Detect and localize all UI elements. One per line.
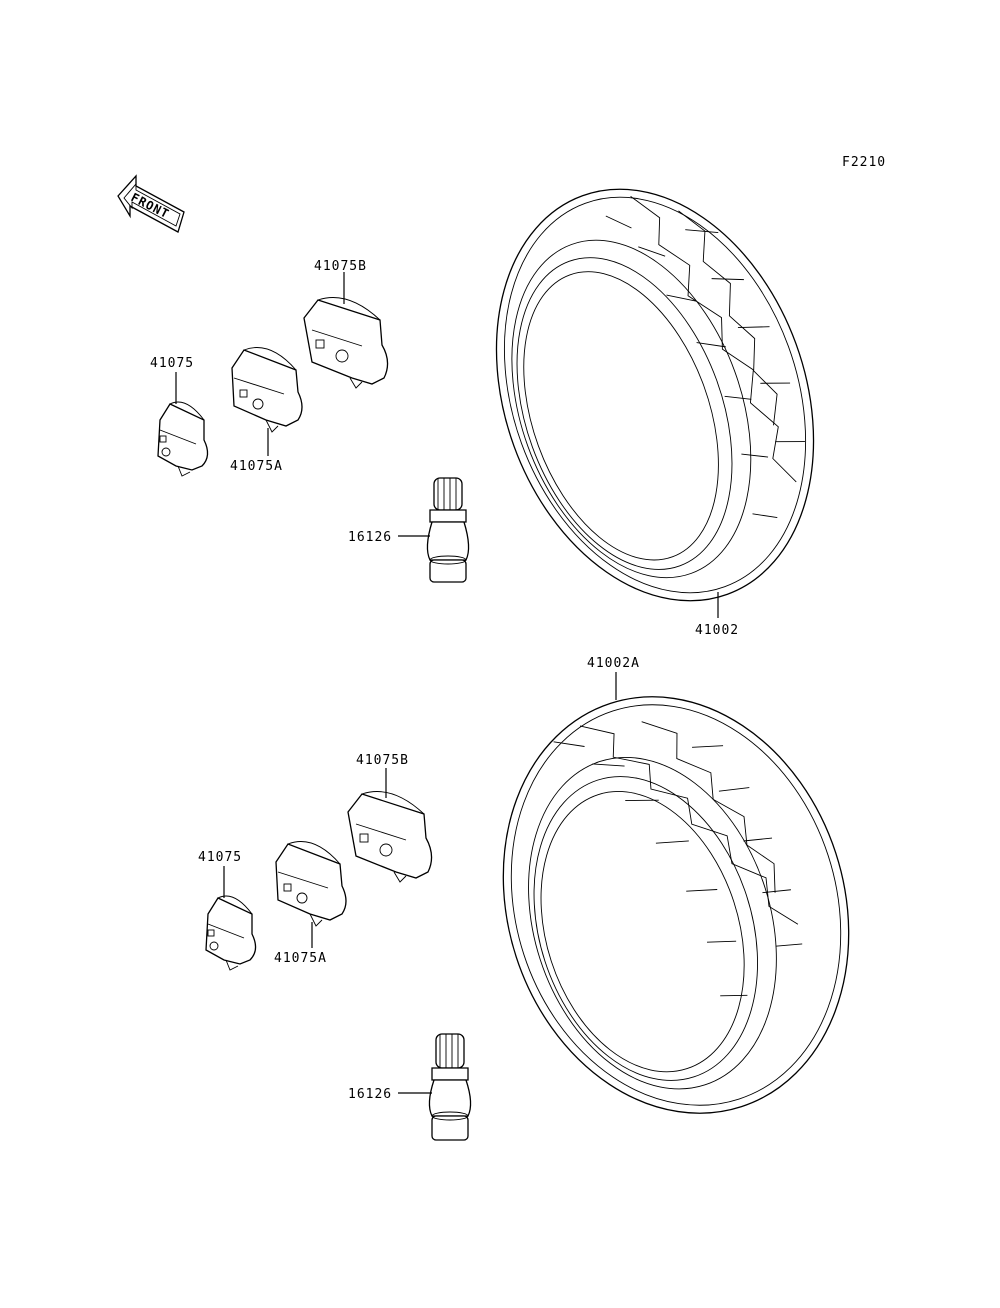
figure-code: F2210 bbox=[842, 155, 886, 170]
lower-weight-small bbox=[205, 866, 257, 971]
lower-valve-label: 16126 bbox=[348, 1087, 392, 1102]
lower-weight-medium bbox=[275, 841, 347, 948]
upper-weight-large bbox=[303, 272, 389, 389]
lower-weight-large-label: 41075B bbox=[356, 753, 409, 768]
lower-valve bbox=[398, 1033, 472, 1141]
lower-weight-large bbox=[347, 768, 433, 883]
upper-weight-large-label: 41075B bbox=[314, 259, 367, 274]
upper-weight-medium-label: 41075A bbox=[230, 459, 283, 474]
upper-tire-label: 41002 bbox=[695, 623, 739, 638]
lower-tire-label: 41002A bbox=[587, 656, 640, 671]
upper-weight-small bbox=[157, 372, 209, 477]
lower-tire bbox=[502, 672, 850, 1114]
upper-weight-medium bbox=[231, 347, 303, 456]
lower-weight-medium-label: 41075A bbox=[274, 951, 327, 966]
upper-tire bbox=[495, 188, 815, 618]
upper-valve-label: 16126 bbox=[348, 530, 392, 545]
front-arrow-icon: FRONT bbox=[117, 174, 185, 233]
upper-valve bbox=[398, 477, 470, 583]
upper-weight-small-label: 41075 bbox=[150, 356, 194, 371]
lower-weight-small-label: 41075 bbox=[198, 850, 242, 865]
